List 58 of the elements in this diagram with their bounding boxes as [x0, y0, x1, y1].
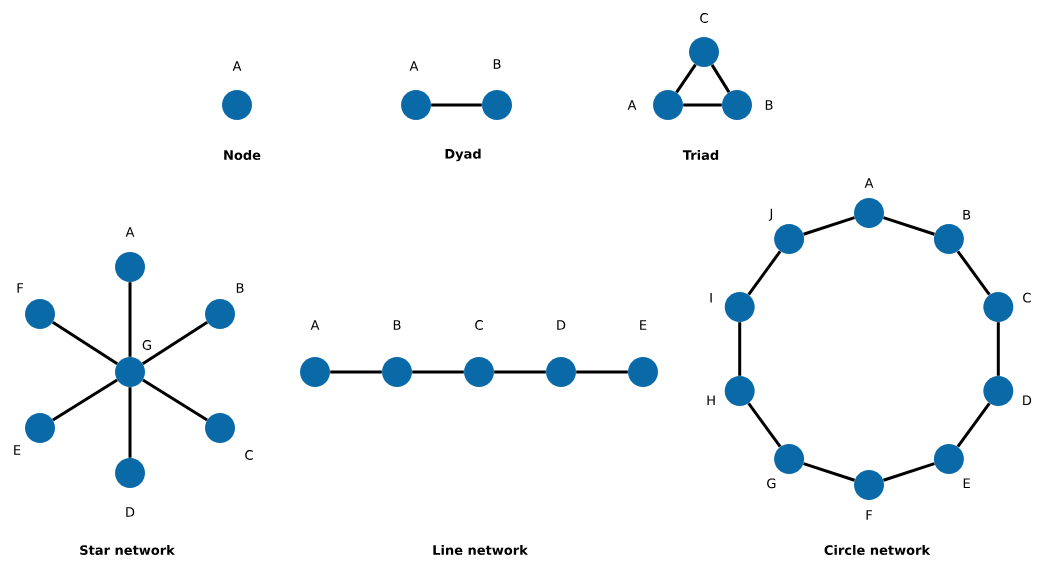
- node-label: F: [17, 283, 23, 293]
- node-label: A: [310, 320, 320, 330]
- caption: Line network: [433, 544, 529, 556]
- connector-line: [710, 64, 731, 93]
- connector-line: [494, 370, 546, 374]
- node-label: F: [866, 510, 872, 520]
- caption: Star network: [80, 544, 176, 556]
- node-label: D: [557, 320, 566, 330]
- node-label: C: [245, 450, 253, 460]
- connector-line: [52, 378, 118, 422]
- caption: Node: [224, 149, 261, 161]
- connector-line: [141, 320, 209, 366]
- connector-line: [330, 370, 382, 374]
- connector-line: [142, 378, 208, 422]
- node-label: A: [409, 61, 419, 71]
- connector-line: [883, 216, 935, 236]
- connector-line: [683, 103, 722, 107]
- connector-line: [996, 322, 1000, 376]
- node-label: B: [963, 209, 971, 220]
- caption: Triad: [682, 149, 719, 161]
- node-label: C: [700, 13, 708, 23]
- connector-line: [128, 387, 132, 458]
- node-label: E: [14, 445, 21, 455]
- node-label: B: [236, 283, 244, 293]
- connector-line: [956, 402, 991, 448]
- connector-line: [803, 462, 855, 482]
- connector-line: [803, 216, 855, 236]
- connector-line: [51, 320, 119, 366]
- connector-line: [747, 402, 782, 448]
- node-label: B: [765, 100, 773, 110]
- node-label: A: [125, 227, 135, 237]
- node-label: C: [1023, 292, 1031, 303]
- connector-line: [956, 250, 991, 296]
- node-label: D: [1023, 395, 1032, 406]
- node-label: D: [126, 507, 135, 517]
- connector-line: [128, 282, 132, 357]
- node-label: E: [640, 320, 647, 330]
- connector-line: [747, 250, 782, 296]
- caption: Circle network: [824, 544, 931, 556]
- node-label: H: [707, 395, 715, 406]
- connector-line: [576, 370, 628, 374]
- node-label: G: [142, 340, 151, 350]
- node-label: E: [963, 478, 970, 489]
- connector-line: [675, 63, 697, 94]
- connector-line: [738, 322, 742, 376]
- node-label: B: [393, 320, 401, 330]
- node-label: A: [627, 100, 637, 110]
- node-label: B: [493, 59, 501, 69]
- caption: Dyad: [445, 148, 481, 162]
- node-label: G: [767, 478, 776, 489]
- node-label: J: [768, 208, 773, 221]
- node-label: A: [232, 61, 242, 71]
- node-label: A: [864, 178, 874, 188]
- node-label: C: [475, 320, 483, 330]
- connector-line: [431, 103, 482, 107]
- connector-line: [412, 370, 464, 374]
- connector-line: [883, 462, 935, 482]
- node-label: I: [710, 292, 712, 303]
